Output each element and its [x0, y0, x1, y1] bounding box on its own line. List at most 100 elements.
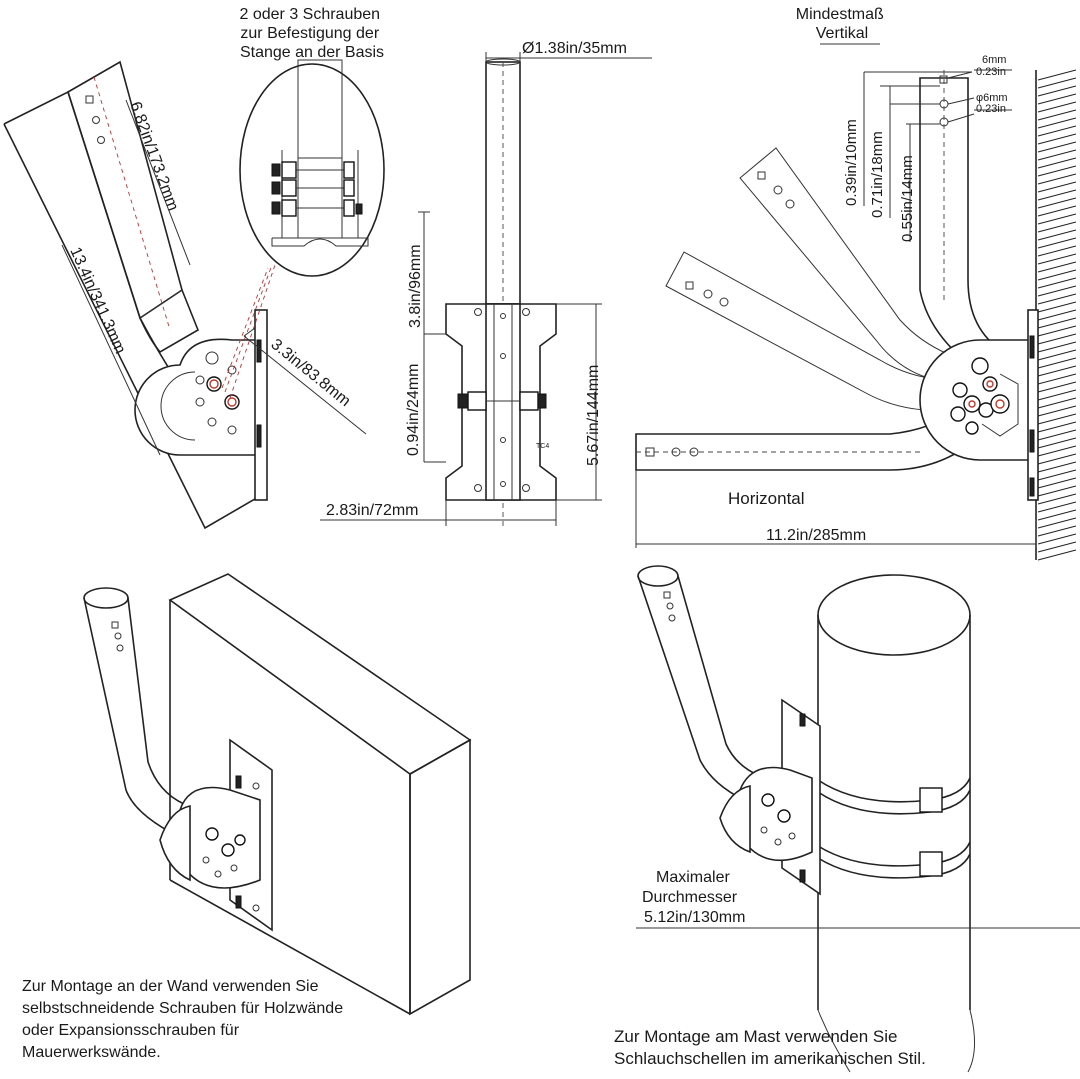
hatch-line [1037, 405, 1077, 417]
dim-0-55in: 0.55in/14mm [899, 155, 916, 242]
caption-line: selbstschneidende Schrauben für Holzwänd… [22, 1000, 344, 1017]
hatch-line [1037, 189, 1077, 201]
hatch-line [1037, 205, 1077, 217]
square-hole [85, 95, 94, 104]
wall-mount-caption: Zur Montage an der Wand verwenden Sie se… [22, 976, 402, 1064]
hatch-line [1037, 453, 1077, 465]
bolt-nut [224, 394, 240, 410]
hatch-line [1037, 69, 1077, 81]
hatch-line [1037, 389, 1077, 401]
bolt-cluster [950, 357, 1019, 437]
hatch-line [1037, 133, 1077, 145]
hatch-line [1037, 341, 1077, 353]
bolt-nut [206, 376, 222, 392]
hatch-line [1037, 157, 1077, 169]
hatch-line [1037, 461, 1077, 473]
dim-0-23in-b: 0.23in [976, 103, 1006, 115]
caption-line: Schlauchschellen im amerikanischen Stil. [614, 1049, 926, 1068]
hatch-line [1037, 221, 1077, 233]
hatch-line [1037, 437, 1077, 449]
detail-screws [271, 161, 363, 217]
hatch-line [1037, 517, 1077, 529]
hatch-line [1037, 493, 1077, 505]
hatch-line [1037, 277, 1077, 289]
tag-tc4: TC4 [536, 443, 549, 450]
screws-title: 2 oder 3 Schrauben zur Befestigung der S… [240, 6, 385, 61]
hatch-line [1037, 229, 1077, 241]
hatch-line [1037, 509, 1077, 521]
wall-hatch [1037, 69, 1077, 561]
hatch-line [1037, 357, 1077, 369]
caption-line: Zur Montage am Mast verwenden Sie [614, 1027, 898, 1046]
caption-line: oder Expansionsschrauben für [22, 1022, 240, 1039]
hatch-line [1037, 325, 1077, 337]
hatch-line [1037, 541, 1077, 553]
hatch-line [1037, 149, 1077, 161]
hatch-line [1037, 429, 1077, 441]
hatch-line [1037, 253, 1077, 265]
hatch-line [1037, 397, 1077, 409]
hatch-line [1037, 365, 1077, 377]
dim-11-2in: 11.2in/285mm [766, 527, 866, 544]
hatch-line [1037, 77, 1077, 89]
hatch-line [1037, 301, 1077, 313]
dim-6-82in: 6.82in/173.2mm [126, 100, 181, 214]
hatch-line [1037, 501, 1077, 513]
dim-5-67in: 5.67in/144mm [585, 365, 602, 466]
hatch-line [1037, 413, 1077, 425]
hatch-line [1037, 293, 1077, 305]
wall-mount-illustration [83, 573, 472, 1016]
hatch-line [1037, 245, 1077, 257]
hatch-line [1037, 373, 1077, 385]
hatch-line [1037, 125, 1077, 137]
hatch-line [1037, 533, 1077, 545]
hatch-line [1037, 261, 1077, 273]
dim-0-23in-a: 0.23in [976, 66, 1006, 78]
dim-0-71in: 0.71in/18mm [869, 131, 886, 218]
hatch-line [1037, 93, 1077, 105]
wall-plate [254, 309, 268, 501]
hatch-line [1037, 109, 1077, 121]
hatch-line [1037, 117, 1077, 129]
hatch-line [1037, 85, 1077, 97]
dim-2-83in: 2.83in/72mm [326, 502, 419, 519]
hatch-line [1037, 173, 1077, 185]
hatch-line [1037, 285, 1077, 297]
hatch-line [1037, 309, 1077, 321]
hatch-line [1037, 349, 1077, 361]
dim-6mm: 6mm [982, 54, 1006, 66]
dim-0-39in: 0.39in/10mm [843, 119, 860, 206]
dim-0-94in: 0.94in/24mm [405, 364, 422, 457]
angled-pole-side-view: 6.82in/173.2mm 13.4in/341.3mm 3.3in/83.8… [3, 60, 367, 530]
hose-clamp-screw [919, 787, 943, 813]
hatch-line [1037, 197, 1077, 209]
min-vertical-title: Mindestmaß Vertikal [796, 6, 888, 42]
hatch-line [1037, 317, 1077, 329]
hatch-line [1037, 269, 1077, 281]
dim-3-3in: 3.3in/83.8mm [267, 336, 353, 410]
hatch-line [1037, 485, 1077, 497]
horizontal-label: Horizontal [728, 489, 805, 508]
hatch-line [1037, 101, 1077, 113]
front-view: TC4 Ø1.38in/35mm 3.8in/96mm 0.94in/24mm … [320, 40, 652, 530]
mast-mount-caption: Zur Montage am Mast verwenden Sie Schlau… [614, 1026, 1054, 1070]
hatch-line [1037, 525, 1077, 537]
dim-13-4in: 13.4in/341.3mm [66, 245, 128, 357]
pole-hole [92, 116, 100, 124]
dim-phi6mm: φ6mm [976, 92, 1008, 104]
dim-5-12in: 5.12in/130mm [644, 909, 745, 926]
bolt-detail-view: 2 oder 3 Schrauben zur Befestigung der S… [239, 6, 385, 277]
hatch-line [1037, 549, 1077, 561]
dim-diameter: Ø1.38in/35mm [522, 40, 627, 57]
hose-clamp-screw [919, 851, 943, 877]
dim-3-8in: 3.8in/96mm [407, 244, 424, 328]
hatch-line [1037, 477, 1077, 489]
hatch-line [1037, 381, 1077, 393]
pole-hole [97, 136, 105, 144]
max-diameter-label: Maximaler Durchmesser [642, 869, 738, 906]
hatch-line [1037, 165, 1077, 177]
angle-positions-view: 0.39in/10mm 0.71in/18mm 0.55in/14mm 6mm … [635, 6, 1077, 561]
hatch-line [1037, 181, 1077, 193]
